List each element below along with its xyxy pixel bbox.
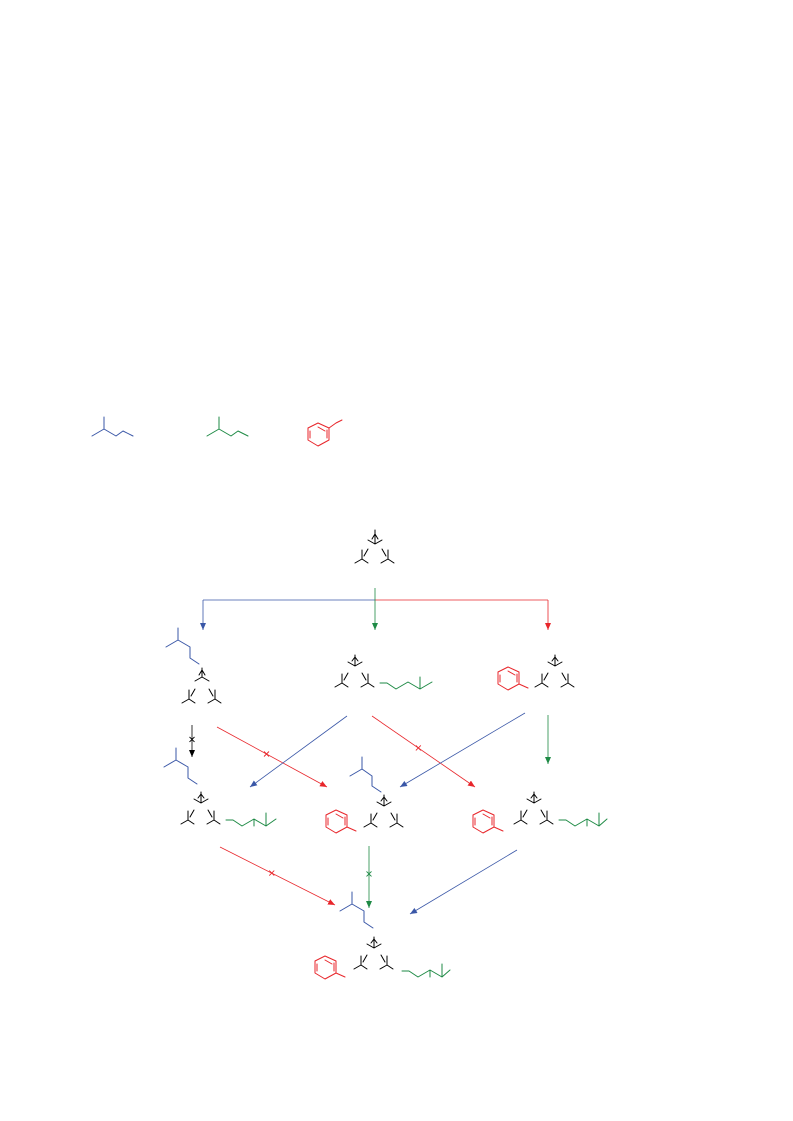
arrow-blue-to-blue-red [216,726,328,788]
blocked-mark-blue-red-to-final [366,871,372,877]
intermediate-red [497,654,575,691]
arrow-red-green-to-final [409,849,518,915]
product-red-green [472,791,608,834]
product-blue-red [325,756,404,834]
reaction-arrows [189,588,551,915]
final-product [314,891,451,980]
arrow-red-to-blue-red [399,712,526,788]
legend-green-substituent [206,416,249,437]
arrow-blue-green-to-final [219,846,336,906]
legend-blue-substituent [91,416,134,437]
blocked-mark-blue-green-to-final [268,870,275,876]
intermediate-blue [165,627,222,704]
arrow-green-to-blue-green [249,715,348,788]
blocked-mark-blue-to-blue-green [189,736,195,743]
blocked-mark-green-to-red-green [415,745,422,751]
legend-red-substituent [307,419,343,447]
intermediate-green [334,654,433,690]
start-core [354,529,395,564]
arrow-green-to-red-green [371,715,476,788]
blocked-mark-blue-to-blue-red [263,751,270,757]
blocked-route-marks [189,736,422,877]
product-blue-green [163,747,277,827]
